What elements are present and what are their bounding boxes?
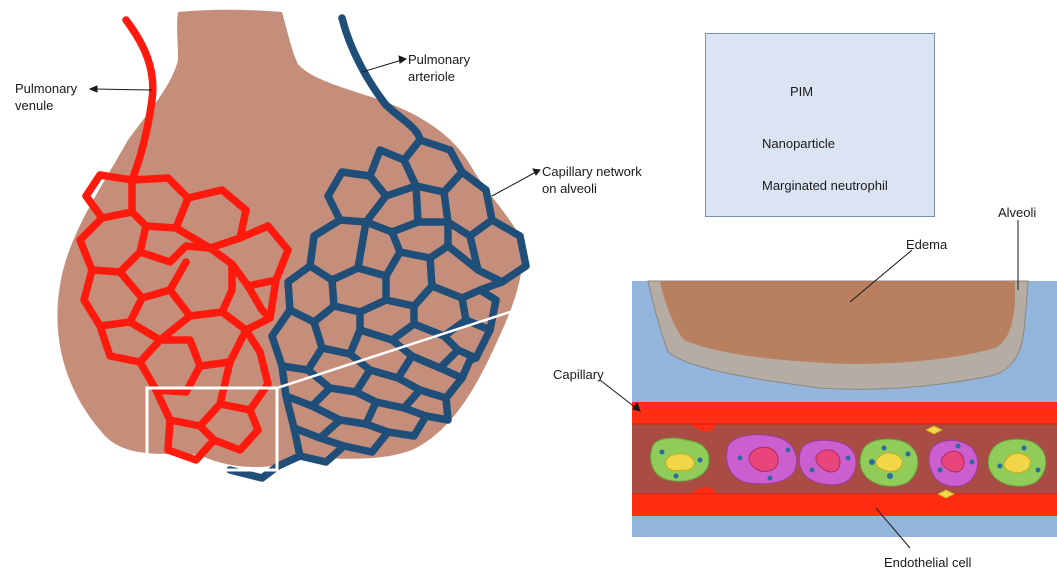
pim-cell-2 — [799, 440, 856, 485]
capillary-wall-top — [632, 402, 1057, 424]
label-pulmonary-arteriole-line2: arteriole — [408, 68, 470, 85]
label-pulmonary-venule-line2: venule — [15, 97, 77, 114]
label-pulmonary-venule-line1: Pulmonary — [15, 80, 77, 97]
pim-cell-1 — [727, 435, 797, 484]
legend-label-neutrophil: Marginated neutrophil — [762, 178, 888, 193]
marginated-neutrophil-2 — [860, 439, 918, 486]
cross-section-panel — [632, 281, 1057, 537]
label-edema: Edema — [906, 236, 947, 253]
label-alveoli: Alveoli — [998, 204, 1036, 221]
legend-label-nanoparticle: Nanoparticle — [762, 136, 835, 151]
marginated-neutrophil-3 — [988, 439, 1046, 486]
capillary-wall-bottom — [632, 494, 1057, 516]
label-capillary-network: Capillary network on alveoli — [542, 163, 642, 197]
label-pulmonary-venule: Pulmonary venule — [15, 80, 77, 114]
legend-label-pim: PIM — [790, 84, 813, 99]
label-pulmonary-arteriole-line1: Pulmonary — [408, 51, 470, 68]
label-capillary: Capillary — [553, 366, 604, 383]
label-capillary-network-line2: on alveoli — [542, 180, 642, 197]
label-pulmonary-arteriole: Pulmonary arteriole — [408, 51, 470, 85]
pim-cell-3 — [929, 441, 978, 487]
label-endothelial-cell: Endothelial cell — [884, 554, 971, 571]
marginated-neutrophil-1 — [651, 438, 709, 481]
label-capillary-network-line1: Capillary network — [542, 163, 642, 180]
